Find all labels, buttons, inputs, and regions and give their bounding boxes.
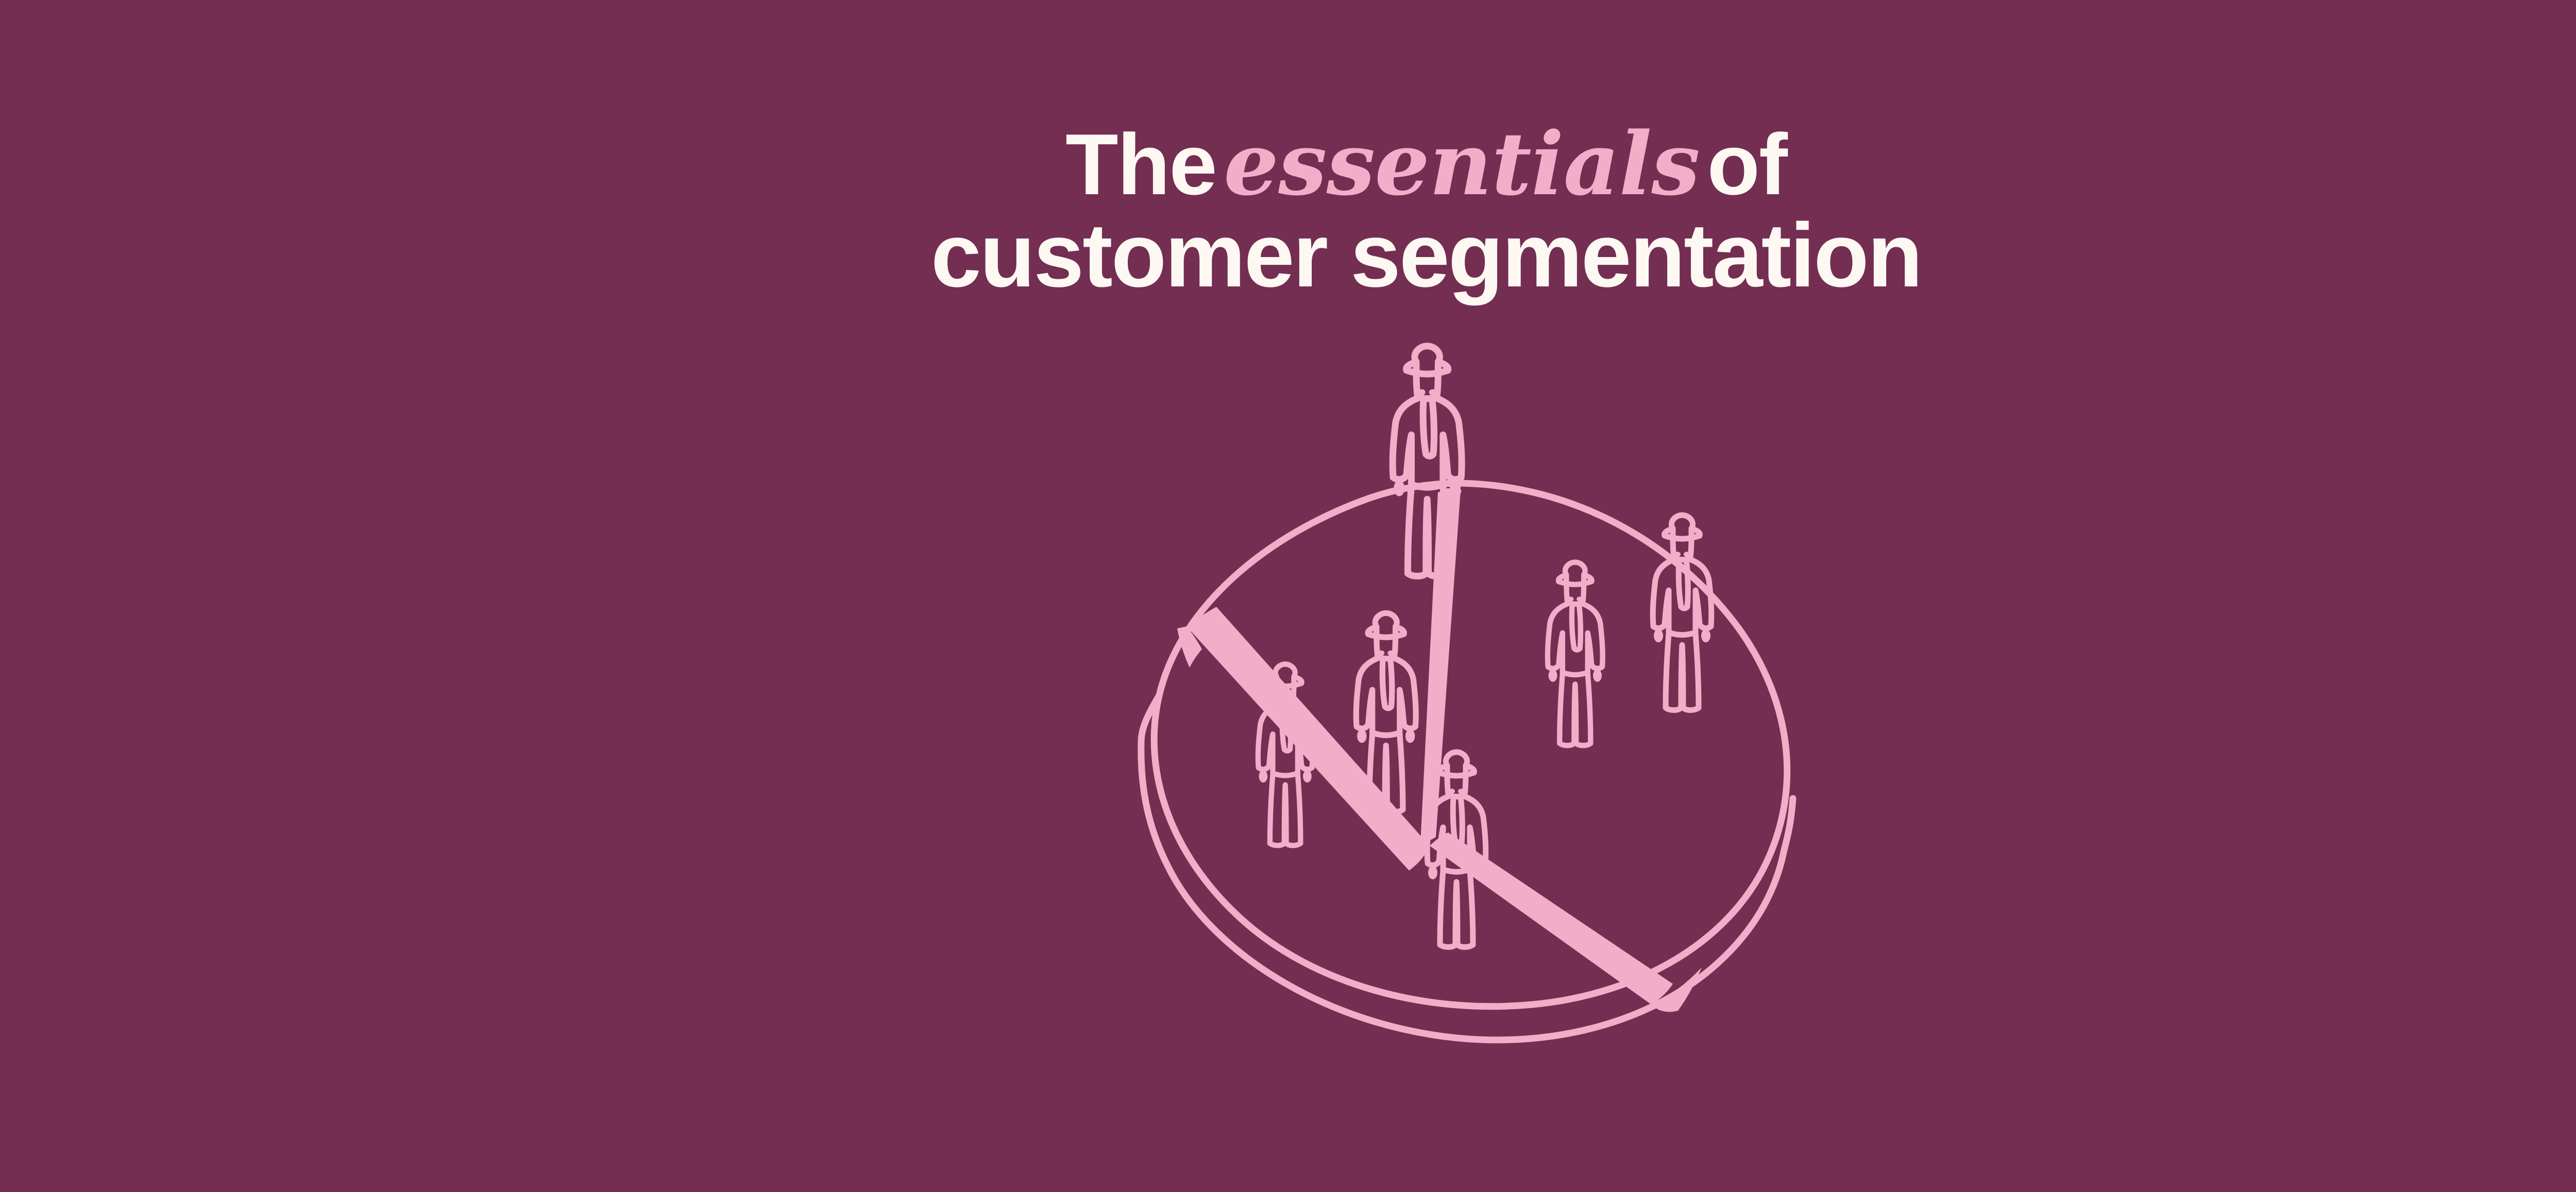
figure-right-inner [1545,559,1605,748]
title-line-1: The essentials of [0,119,2576,209]
figure-head [1413,358,1442,402]
figure-bottom [1424,749,1489,950]
title-word-of: of [1707,116,1788,213]
figure-hand-right [1476,866,1485,879]
figure-hat [1555,559,1595,587]
pie-detached-slice [1177,607,1430,871]
figure-torso [1650,556,1715,638]
figure-hand-right [1593,669,1602,682]
figure-necktie [1675,556,1691,611]
figure-hand-right [1449,480,1461,497]
figure-hat [1266,661,1304,689]
figure-legs [1437,867,1476,950]
figure-legs [1404,482,1450,580]
figure-necktie [1419,395,1437,459]
figure-eye-left [1418,389,1426,396]
figure-eye-right [1429,389,1436,396]
figure-center [1353,610,1419,815]
figure-eye-right [1577,597,1583,602]
figure-hand-left [1357,729,1367,743]
pie-divider-tip [1651,967,1702,1012]
figure-hand-right [1303,770,1312,783]
pie-divider-lower-right [1430,832,1673,1004]
pie-divider-top [1420,489,1461,844]
figure-hand-right [1701,629,1710,642]
figure-eye-right [1387,650,1394,656]
figure-right-far [1650,512,1715,713]
pie-top-rim [1150,480,1791,1010]
figure-top [1389,343,1465,580]
figure-hat [1662,512,1703,542]
figure-head [1274,674,1297,708]
title-word-essentials: essentials [1224,113,1700,215]
figure-hand-left [1394,480,1405,497]
figure-hat [1436,749,1477,779]
figure-head [1564,572,1587,607]
figure-eye-right [1286,698,1293,703]
figure-torso [1389,395,1465,491]
figure-hat [1365,610,1407,640]
figure-eye-left [1568,597,1574,602]
figure-hand-left [1259,770,1268,783]
figure-hand-left [1654,629,1663,642]
figure-head [1374,624,1399,662]
figure-head [1670,525,1694,563]
figure-legs [1267,772,1303,848]
figure-necktie [1379,655,1395,711]
figure-necktie [1569,601,1584,653]
title-line-2: customer segmentation [0,209,2576,302]
title-line-2-text: customer segmentation [930,205,1923,306]
figure-hand-left [1428,866,1437,879]
figure-torso [1545,601,1605,678]
figure-eye-right [1458,789,1464,794]
figure-eye-left [1674,552,1681,557]
figure-torso [1424,793,1489,875]
figure-legs [1663,631,1702,713]
figure-torso [1353,655,1419,738]
figure-head [1444,762,1469,799]
pie-depth-right-wall [1781,795,1797,854]
figure-eye-right [1684,552,1690,557]
pie-slice-notch [1177,626,1202,668]
pie-depth-rim [1138,738,1788,1044]
figure-torso [1255,703,1315,778]
figure-legs [1366,731,1406,815]
figure-legs [1557,671,1594,748]
pie-chart-illustration [1069,319,1842,1144]
figure-necktie [1450,793,1465,848]
figure-eye-left [1278,698,1284,703]
figure-hat [1403,343,1452,378]
pie-body [1138,480,1797,1044]
page-title: The essentials of customer segmentation [0,119,2576,302]
figure-necktie [1279,703,1294,754]
figure-eye-left [1449,789,1455,794]
title-word-the: The [1065,116,1217,213]
figure-left [1255,661,1315,848]
figure-hand-right [1405,729,1415,743]
figure-hand-left [1548,669,1557,682]
pie-depth-left-wall [1138,692,1163,745]
figure-eye-left [1378,650,1385,656]
